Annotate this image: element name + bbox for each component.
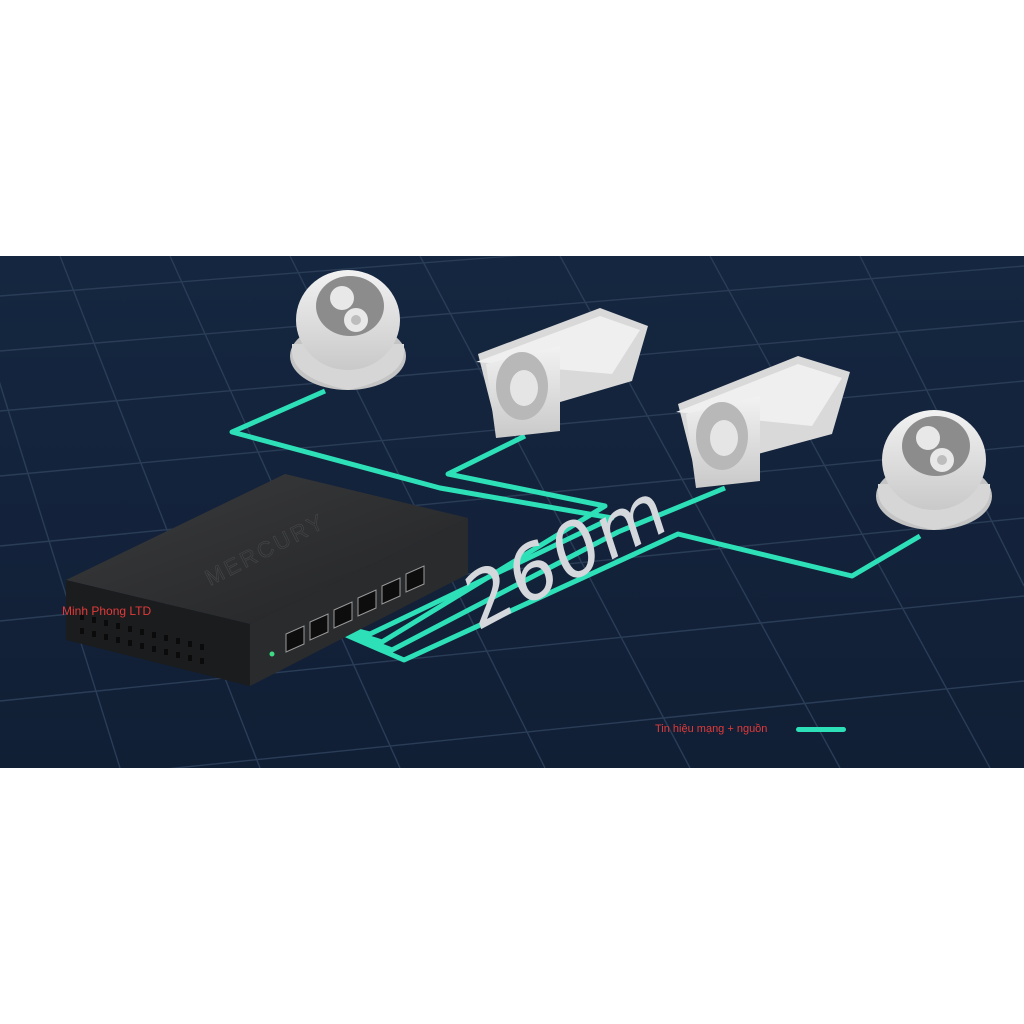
- dome-camera-icon: [290, 270, 406, 390]
- bullet-camera-icon: [676, 356, 850, 488]
- watermark: Minh Phong LTD: [62, 604, 152, 618]
- vent-holes: [80, 614, 204, 664]
- cable-3: [317, 485, 726, 653]
- cable-4: [329, 531, 922, 663]
- dome-camera-icon: [876, 410, 992, 530]
- ethernet-ports: [285, 565, 425, 653]
- legend-label: Tin hiệu mạng + nguồn: [655, 723, 768, 735]
- diagram-canvas: MERCURY: [0, 256, 1024, 768]
- legend-line-swatch: [796, 727, 846, 732]
- network-switch-icon: MERCURY: [66, 474, 468, 686]
- poe-network-diagram: MERCURY 260m Minh Phong LTD Tin hiệu mạn…: [0, 256, 1024, 768]
- bullet-camera-icon: [476, 308, 648, 438]
- power-led: [269, 651, 275, 657]
- background: [0, 256, 1024, 768]
